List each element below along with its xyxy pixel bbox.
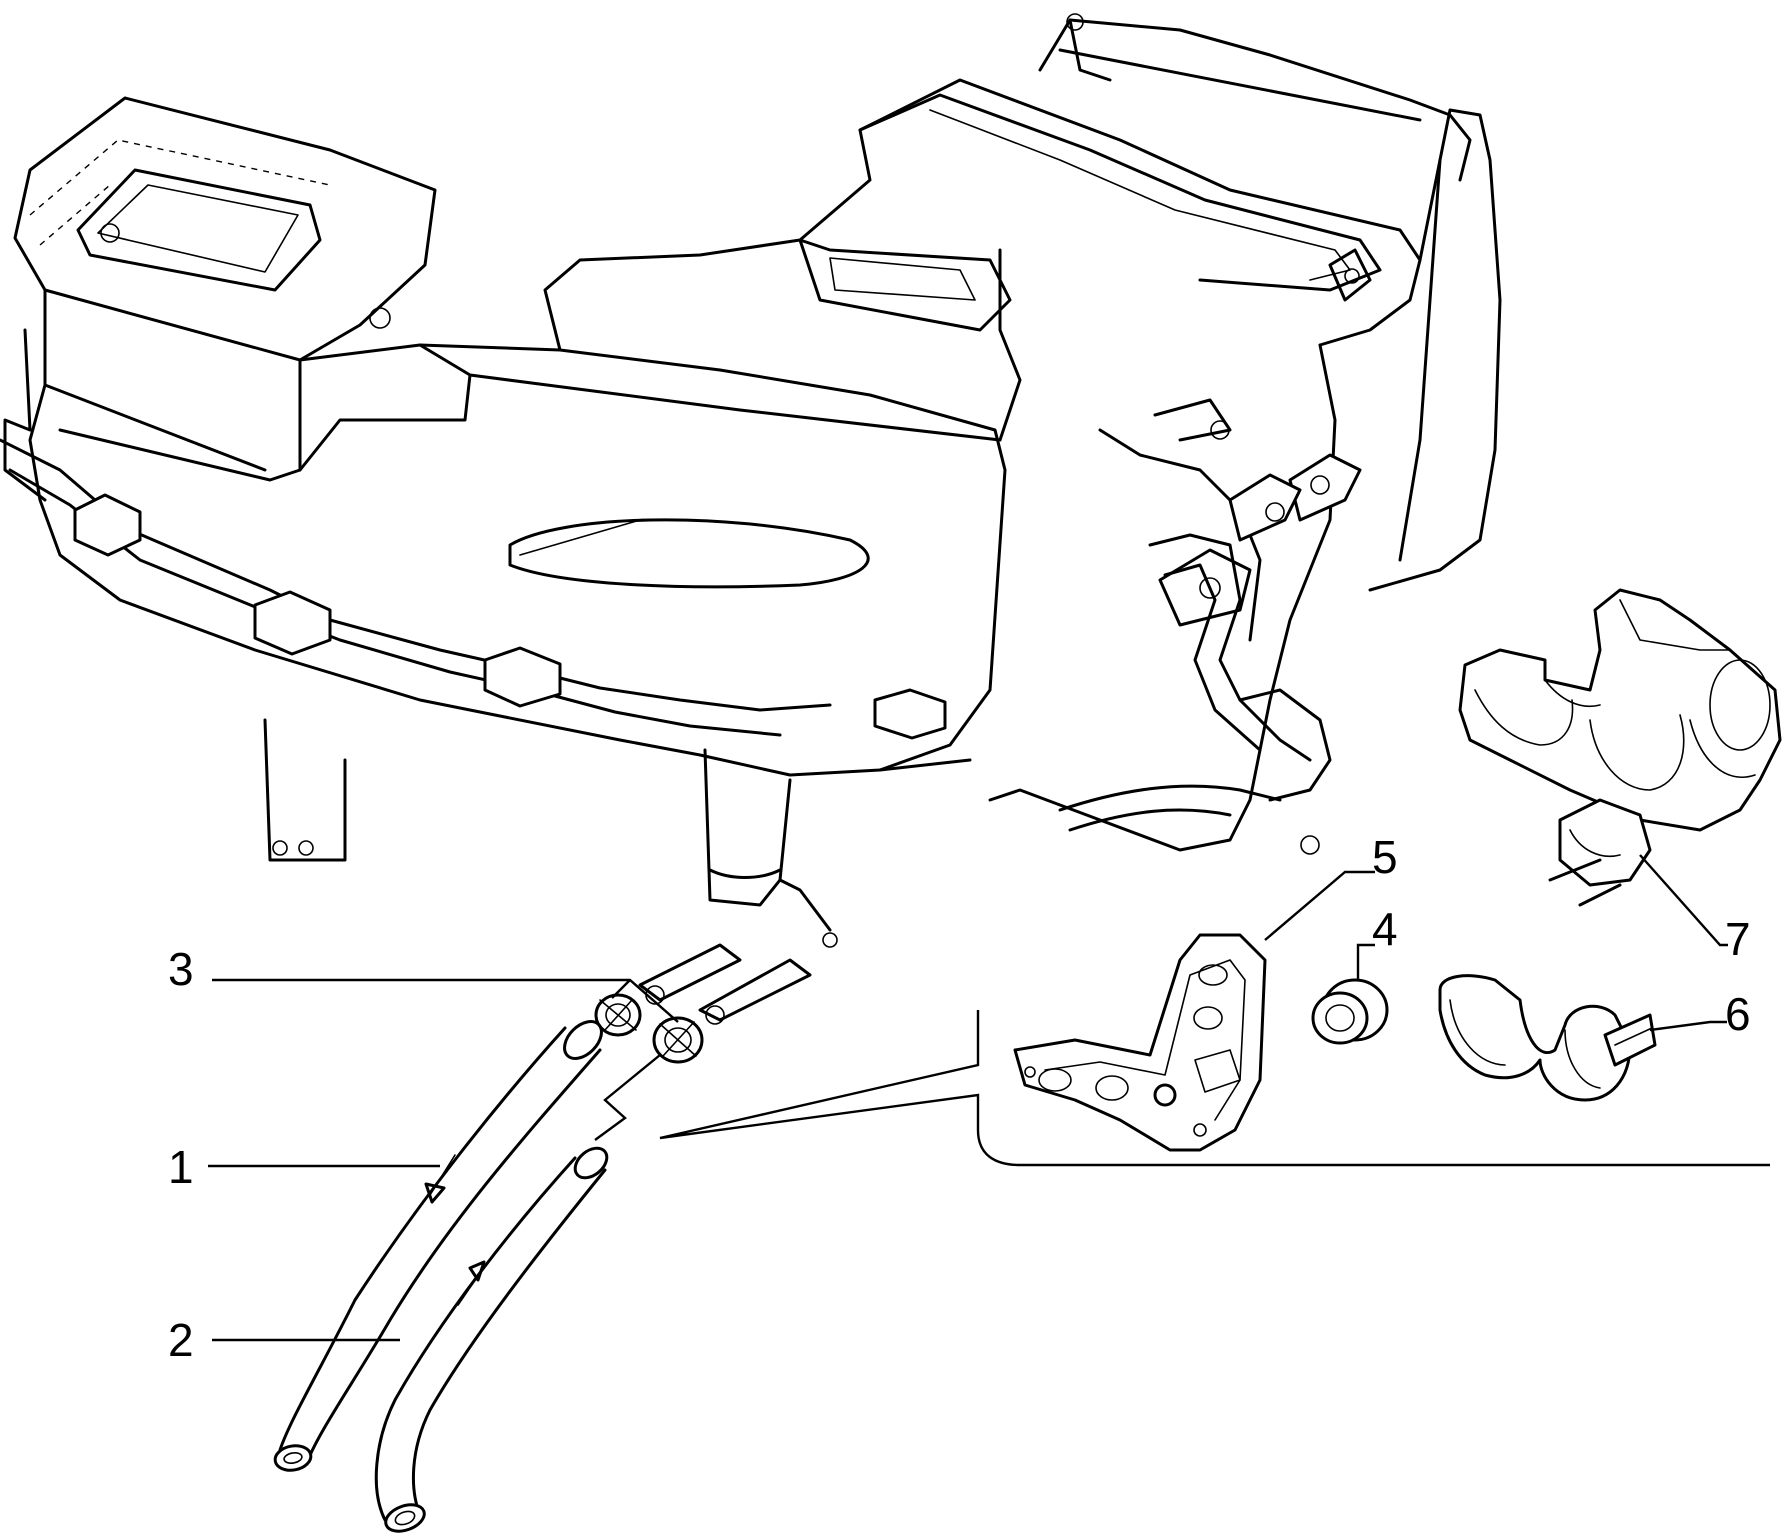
hose-icon	[273, 1020, 603, 1472]
callout-labels: 1 2 3 4 5 6 7	[168, 831, 1751, 1366]
grommet-icon	[1311, 978, 1389, 1045]
callout-7: 7	[1725, 913, 1751, 965]
hose-clip-icon	[1438, 974, 1657, 1102]
callout-4: 4	[1372, 903, 1398, 955]
callout-3: 3	[168, 943, 194, 995]
heater-housing-icon	[0, 13, 1502, 1025]
detail-callout-frame	[659, 1010, 1770, 1167]
hose-clamp-icon	[594, 993, 704, 1064]
hose-icon	[374, 1146, 609, 1533]
flow-arrow-icon	[457, 1260, 486, 1306]
pipe-holder-icon	[1458, 588, 1782, 907]
callout-5: 5	[1372, 831, 1398, 883]
callout-6: 6	[1725, 988, 1751, 1040]
leader-lines	[208, 854, 1728, 1342]
flow-arrow-icon	[424, 1154, 456, 1204]
callout-1: 1	[168, 1141, 194, 1193]
callout-2: 2	[168, 1314, 194, 1366]
mounting-bracket-icon	[1013, 933, 1267, 1152]
